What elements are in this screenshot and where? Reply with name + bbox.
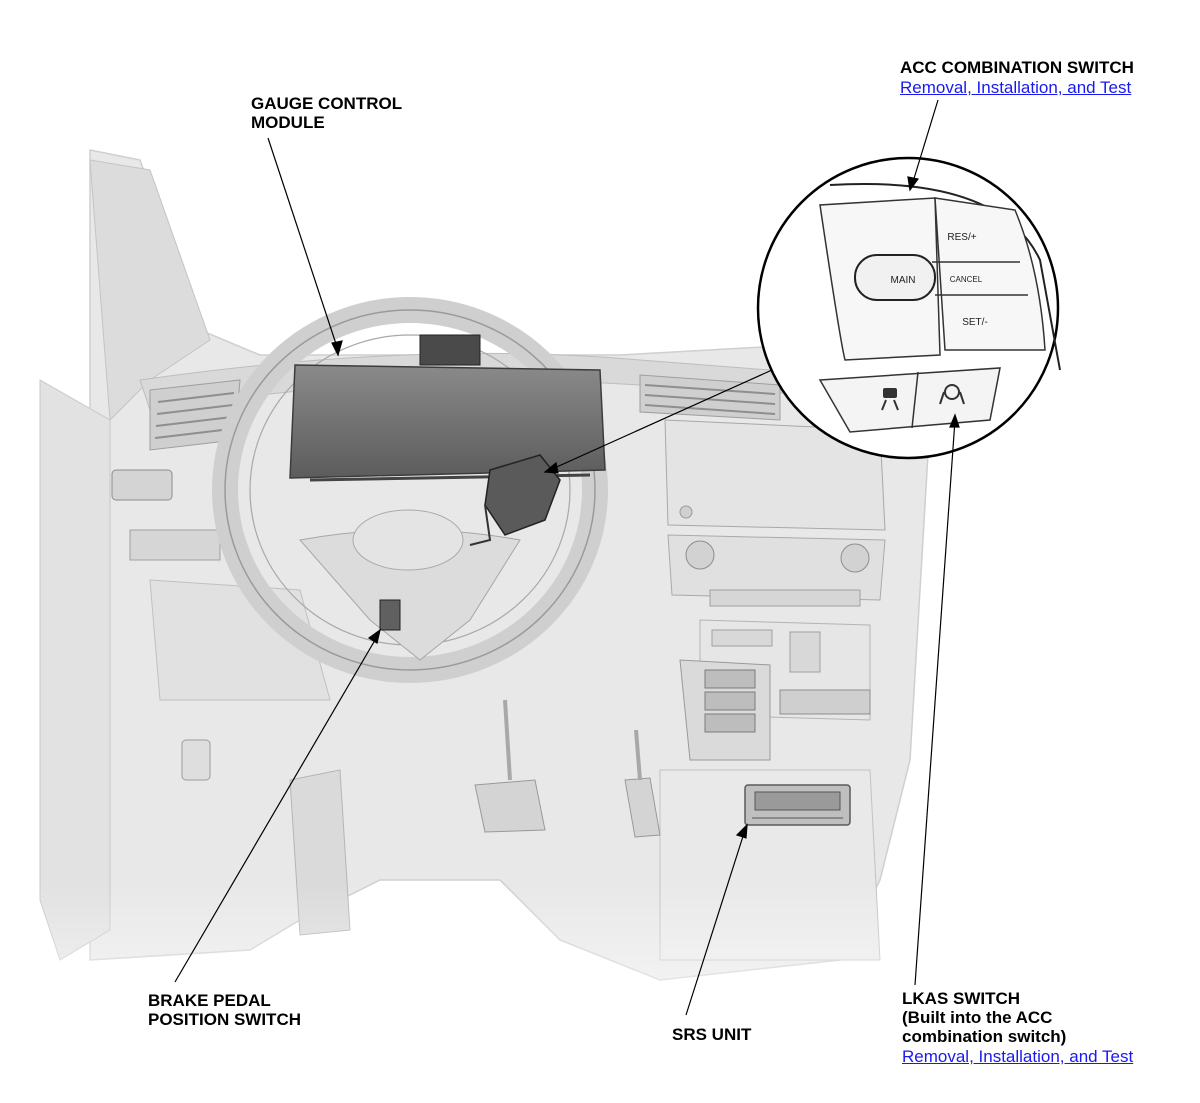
lkas-label-line-2: (Built into the ACC bbox=[902, 1008, 1053, 1027]
main-button-label: MAIN bbox=[891, 275, 916, 286]
acc-combination-switch-label: ACC COMBINATION SWITCH bbox=[900, 58, 1134, 77]
leader-lines bbox=[174, 99, 960, 1016]
lkas-label-line-3: combination switch) bbox=[902, 1027, 1067, 1046]
lane-departure-icon bbox=[881, 388, 899, 411]
srs-unit-label: SRS UNIT bbox=[672, 1025, 752, 1044]
gauge-label-line-2: MODULE bbox=[251, 113, 325, 132]
brake-label-line-2: POSITION SWITCH bbox=[148, 1010, 301, 1029]
lkas-label-line-1: LKAS SWITCH bbox=[902, 989, 1021, 1008]
lkas-removal-installation-test-link[interactable]: Removal, Installation, and Test bbox=[902, 1047, 1134, 1066]
lkas-steering-icon bbox=[939, 384, 965, 405]
set-button-label: SET/- bbox=[962, 317, 988, 328]
res-button-label: RES/+ bbox=[947, 232, 976, 243]
acc-switch-detail-view: MAIN RES/+ CANCEL SET/- bbox=[756, 156, 1061, 460]
brake-pedal-position-switch-label: BRAKE PEDAL POSITION SWITCH bbox=[148, 991, 301, 1029]
brake-label-line-1: BRAKE PEDAL bbox=[148, 991, 271, 1010]
cancel-button-label: CANCEL bbox=[950, 275, 983, 284]
gauge-label-line-1: GAUGE CONTROL bbox=[251, 94, 403, 113]
gauge-control-module-label: GAUGE CONTROL MODULE bbox=[251, 94, 402, 132]
acc-removal-installation-test-link[interactable]: Removal, Installation, and Test bbox=[900, 78, 1132, 97]
lkas-switch-label: LKAS SWITCH (Built into the ACC combinat… bbox=[902, 989, 1066, 1046]
